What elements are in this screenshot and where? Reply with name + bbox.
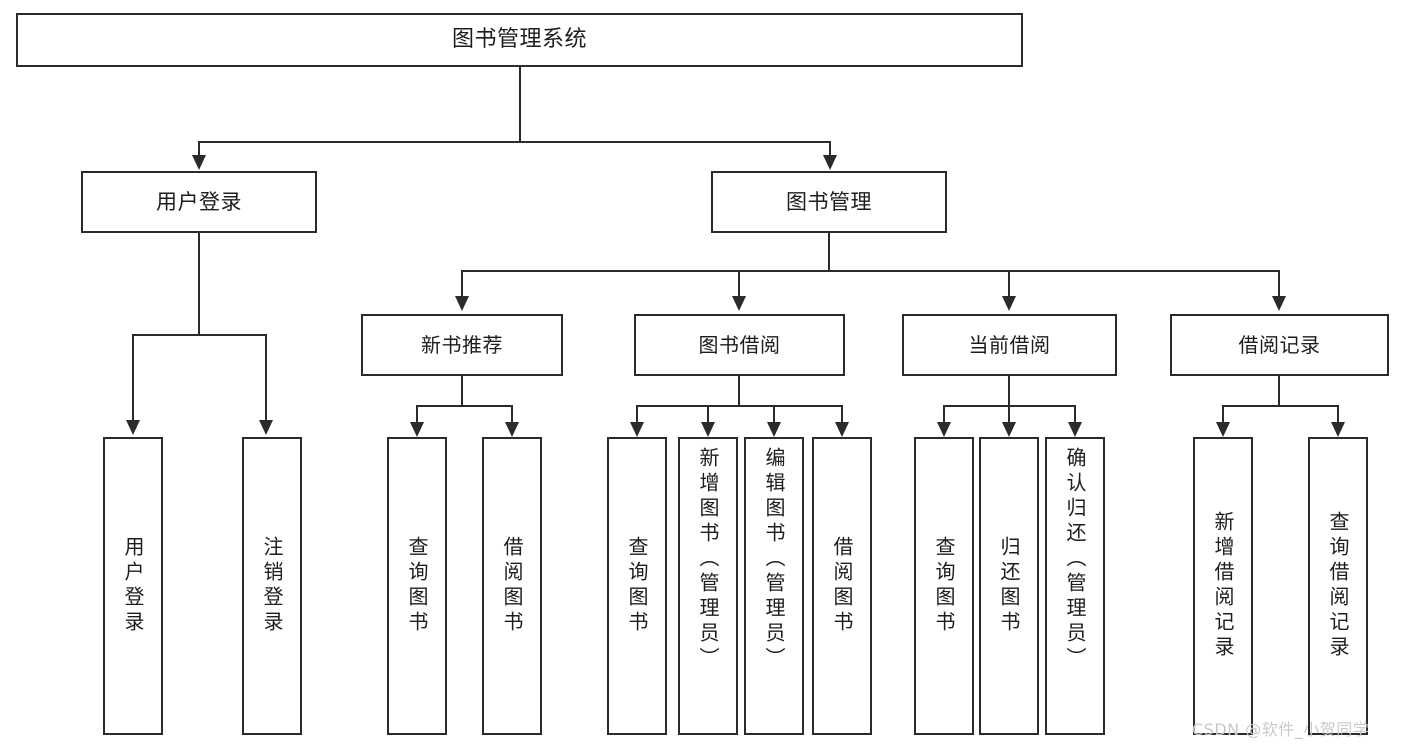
csdn-watermark: CSDN @软件_小贺同学 (1192, 720, 1370, 739)
connector-bb-c3 (773, 405, 775, 424)
leaf-bb-add-book[interactable]: 新增图书（管理员） (678, 437, 738, 735)
connector-book-mgmt-c2 (738, 270, 740, 297)
arrowhead-bb-borrow-book (835, 422, 849, 437)
connector-br-l (1222, 405, 1224, 424)
node-label: 借阅图书 (500, 536, 524, 636)
arrowhead-cb-query-book (937, 422, 951, 437)
arrowhead-book-borrow (732, 296, 746, 311)
connector-user-login-left (132, 334, 134, 422)
connector-book-mgmt-c1 (461, 270, 463, 297)
connector-bb-c4 (841, 405, 843, 424)
arrowhead-book-mgmt (823, 155, 837, 170)
node-label: 图书管理 (786, 189, 872, 214)
connector-bb-c2 (707, 405, 709, 424)
arrowhead-new-book-recommend (455, 296, 469, 311)
node-label: 新增借阅记录 (1211, 511, 1235, 661)
connector-bb-stem (738, 376, 740, 406)
connector-nbr-bus (417, 405, 512, 407)
arrowhead-br-add-record (1216, 422, 1230, 437)
node-root-system[interactable]: 图书管理系统 (16, 13, 1023, 67)
connector-bb-bus (637, 405, 843, 407)
connector-book-mgmt-bus (462, 270, 1280, 272)
node-borrow-record[interactable]: 借阅记录 (1170, 314, 1389, 376)
node-user-login[interactable]: 用户登录 (81, 171, 317, 233)
connector-user-login-stem (198, 233, 200, 335)
node-current-borrow[interactable]: 当前借阅 (902, 314, 1117, 376)
node-book-management[interactable]: 图书管理 (711, 171, 947, 233)
node-new-book-recommend[interactable]: 新书推荐 (361, 314, 563, 376)
arrowhead-bb-add-book (701, 422, 715, 437)
node-label: 新增图书（管理员） (696, 447, 720, 672)
node-label: 注销登录 (260, 536, 284, 636)
connector-root-to-book-mgmt (829, 141, 831, 158)
leaf-br-query-record[interactable]: 查询借阅记录 (1308, 437, 1368, 735)
leaf-br-add-record[interactable]: 新增借阅记录 (1193, 437, 1253, 735)
node-label: 图书管理系统 (451, 27, 587, 53)
arrowhead-br-query-record (1331, 422, 1345, 437)
leaf-cb-confirm-return[interactable]: 确认归还（管理员） (1045, 437, 1105, 735)
node-label: 确认归还（管理员） (1063, 447, 1087, 672)
arrowhead-nbr-query-book (410, 422, 424, 437)
connector-nbr-l (416, 405, 418, 424)
node-label: 查询图书 (932, 536, 956, 636)
leaf-cb-query-book[interactable]: 查询图书 (914, 437, 974, 735)
node-book-borrow[interactable]: 图书借阅 (634, 314, 845, 376)
arrowhead-user-login (192, 155, 206, 170)
connector-br-bus (1223, 405, 1339, 407)
arrowhead-leaf-user-login (126, 420, 140, 435)
node-label: 新书推荐 (421, 332, 503, 357)
node-label: 借阅记录 (1238, 332, 1321, 357)
leaf-cb-return-book[interactable]: 归还图书 (979, 437, 1039, 735)
node-label: 查询图书 (625, 536, 649, 636)
connector-cb-stem (1008, 376, 1010, 406)
connector-nbr-r (511, 405, 513, 424)
arrowhead-current-borrow (1002, 296, 1016, 311)
arrowhead-borrow-record (1272, 296, 1286, 311)
node-label: 当前借阅 (968, 332, 1051, 357)
connector-cb-bus (944, 405, 1076, 407)
leaf-nbr-borrow-book[interactable]: 借阅图书 (482, 437, 542, 735)
connector-root-to-user-login (198, 141, 200, 158)
connector-cb-c1 (943, 405, 945, 424)
connector-br-stem (1278, 376, 1280, 406)
node-label: 借阅图书 (830, 536, 854, 636)
connector-book-mgmt-c4 (1278, 270, 1280, 297)
leaf-nbr-query-book[interactable]: 查询图书 (387, 437, 447, 735)
connector-bb-c1 (636, 405, 638, 424)
connector-nbr-stem (461, 376, 463, 406)
node-label: 归还图书 (997, 536, 1021, 636)
connector-cb-c3 (1074, 405, 1076, 424)
connector-root-bus (199, 141, 831, 143)
connector-cb-c2 (1008, 405, 1010, 424)
connector-user-login-right (265, 334, 267, 422)
node-label: 用户登录 (121, 536, 145, 636)
arrowhead-cb-return-book (1002, 422, 1016, 437)
leaf-bb-query-book[interactable]: 查询图书 (607, 437, 667, 735)
node-label: 编辑图书（管理员） (762, 447, 786, 672)
leaf-logout-login[interactable]: 注销登录 (242, 437, 302, 735)
arrowhead-cb-confirm-return (1068, 422, 1082, 437)
arrowhead-nbr-borrow-book (505, 422, 519, 437)
node-label: 用户登录 (156, 189, 242, 214)
node-label: 查询借阅记录 (1326, 511, 1350, 661)
node-label: 查询图书 (405, 536, 429, 636)
connector-book-mgmt-stem (828, 233, 830, 271)
leaf-bb-borrow-book[interactable]: 借阅图书 (812, 437, 872, 735)
arrowhead-leaf-logout-login (259, 420, 273, 435)
leaf-user-login[interactable]: 用户登录 (103, 437, 163, 735)
connector-user-login-bus (133, 334, 266, 336)
connector-root-stem (519, 67, 521, 142)
leaf-bb-edit-book[interactable]: 编辑图书（管理员） (744, 437, 804, 735)
connector-br-r (1337, 405, 1339, 424)
connector-book-mgmt-c3 (1008, 270, 1010, 297)
arrowhead-bb-edit-book (767, 422, 781, 437)
arrowhead-bb-query-book (630, 422, 644, 437)
node-label: 图书借阅 (698, 332, 781, 357)
